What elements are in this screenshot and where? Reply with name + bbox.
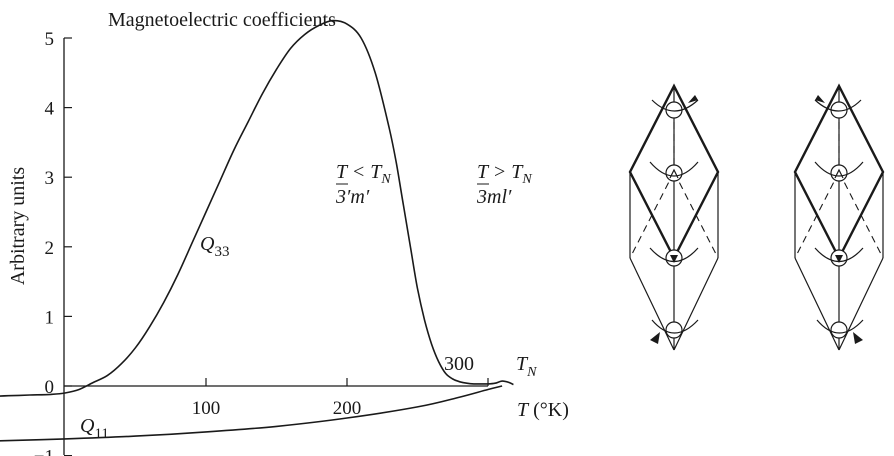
- chart-title: Magnetoelectric coefficients: [108, 9, 336, 31]
- y-tick-label: −1: [34, 447, 54, 456]
- annotation-tn-300: 300: [444, 353, 474, 375]
- annotation-tn-label: TN: [516, 353, 537, 380]
- y-tick-label: 5: [45, 29, 55, 50]
- crystal-diagram-right: [793, 83, 885, 351]
- chart: Magnetoelectric coefficients Arbitrary u…: [0, 9, 569, 456]
- series-layer: [0, 19, 514, 442]
- y-axis-label: Arbitrary units: [7, 167, 29, 286]
- annotation-below-tn-condition: T < TN: [336, 161, 391, 187]
- y-tick-label: 2: [45, 238, 55, 259]
- y-tick-label: 4: [45, 99, 55, 120]
- x-axis-label-unit: (°K): [528, 399, 569, 421]
- x-axis-label-t: T: [517, 399, 530, 421]
- y-tick-label: 3: [45, 168, 55, 189]
- x-tick-label: 100: [192, 398, 221, 419]
- annotation-above-tn-group: 3ml′: [476, 186, 512, 208]
- x-ticks: 100 200: [192, 378, 489, 419]
- series-label-q33: Q33: [200, 233, 229, 260]
- annotation-below-tn-group: 3′m′: [335, 186, 370, 208]
- y-tick-label: 1: [45, 307, 55, 328]
- series-line-q11: [0, 385, 503, 442]
- y-ticks: −1 0 1 2 3 4 5: [34, 29, 72, 456]
- x-axis-label: T (°K): [517, 399, 569, 421]
- series-label-q11: Q11: [80, 415, 109, 442]
- x-tick-label: 200: [333, 398, 362, 419]
- crystal-diagram-left: [628, 83, 720, 351]
- annotation-above-tn-condition: T > TN: [477, 161, 532, 187]
- series-line-q33: [0, 19, 514, 397]
- y-tick-label: 0: [45, 377, 55, 398]
